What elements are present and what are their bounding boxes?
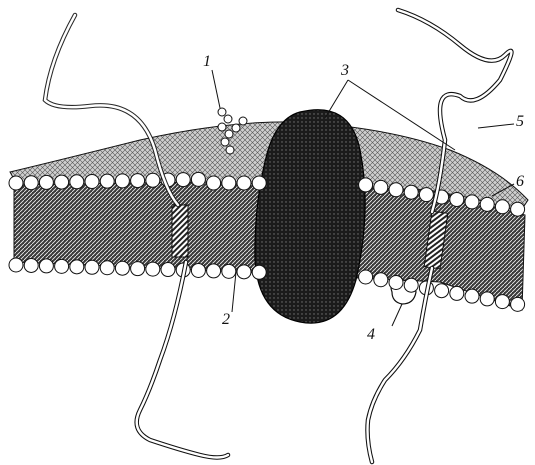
lipid-head xyxy=(450,192,464,206)
lipid-head xyxy=(237,265,251,279)
label-2: 2 xyxy=(222,312,230,328)
lipid-head xyxy=(450,286,464,300)
lipid-head xyxy=(374,180,388,194)
lipid-head xyxy=(70,175,84,189)
lipid-head xyxy=(465,289,479,303)
label-6: 6 xyxy=(516,174,524,190)
lipid-head xyxy=(207,264,221,278)
lipid-head xyxy=(176,173,190,187)
transmembrane-segment-left xyxy=(172,205,188,257)
lipid-head xyxy=(222,176,236,190)
lipid-head xyxy=(39,259,53,273)
label-5: 5 xyxy=(516,114,524,130)
lipid-head xyxy=(480,197,494,211)
label-1: 1 xyxy=(203,54,211,70)
lipid-head xyxy=(115,174,129,188)
lipid-head xyxy=(404,278,418,292)
lipid-head xyxy=(85,260,99,274)
lipid-head xyxy=(495,200,509,214)
lipid-head xyxy=(222,264,236,278)
lipid-head xyxy=(389,275,403,289)
lipid-head xyxy=(252,176,266,190)
lipid-head xyxy=(39,175,53,189)
lipid-head xyxy=(359,178,373,192)
lipid-head xyxy=(100,261,114,275)
lipid-head xyxy=(131,262,145,276)
lipid-head xyxy=(146,173,160,187)
lipid-head xyxy=(131,174,145,188)
lipid-head xyxy=(161,263,175,277)
lipid-head xyxy=(191,263,205,277)
lipid-head xyxy=(146,262,160,276)
lipid-head xyxy=(404,185,418,199)
lipid-head xyxy=(55,259,69,273)
lipid-head xyxy=(495,295,509,309)
lipid-head xyxy=(465,195,479,209)
lipid-head xyxy=(85,174,99,188)
lipid-head xyxy=(24,176,38,190)
lipid-head xyxy=(207,176,221,190)
lipid-head xyxy=(389,183,403,197)
lipid-head xyxy=(237,176,251,190)
lipid-head xyxy=(115,261,129,275)
lipid-head xyxy=(9,258,23,272)
lipid-head xyxy=(191,172,205,186)
lipid-head xyxy=(511,202,525,216)
lipid-head xyxy=(100,174,114,188)
label-4: 4 xyxy=(367,327,375,343)
lipid-head xyxy=(55,175,69,189)
lipid-head xyxy=(70,260,84,274)
lipid-head xyxy=(252,265,266,279)
lipid-head xyxy=(359,270,373,284)
lipid-head xyxy=(374,273,388,287)
lipid-head xyxy=(419,188,433,202)
label-3: 3 xyxy=(341,63,349,79)
lipid-head xyxy=(9,176,23,190)
lipid-head xyxy=(480,292,494,306)
lipid-head xyxy=(511,297,525,311)
lipid-head xyxy=(24,258,38,272)
integral-protein xyxy=(255,110,365,323)
lipid-head xyxy=(435,284,449,298)
